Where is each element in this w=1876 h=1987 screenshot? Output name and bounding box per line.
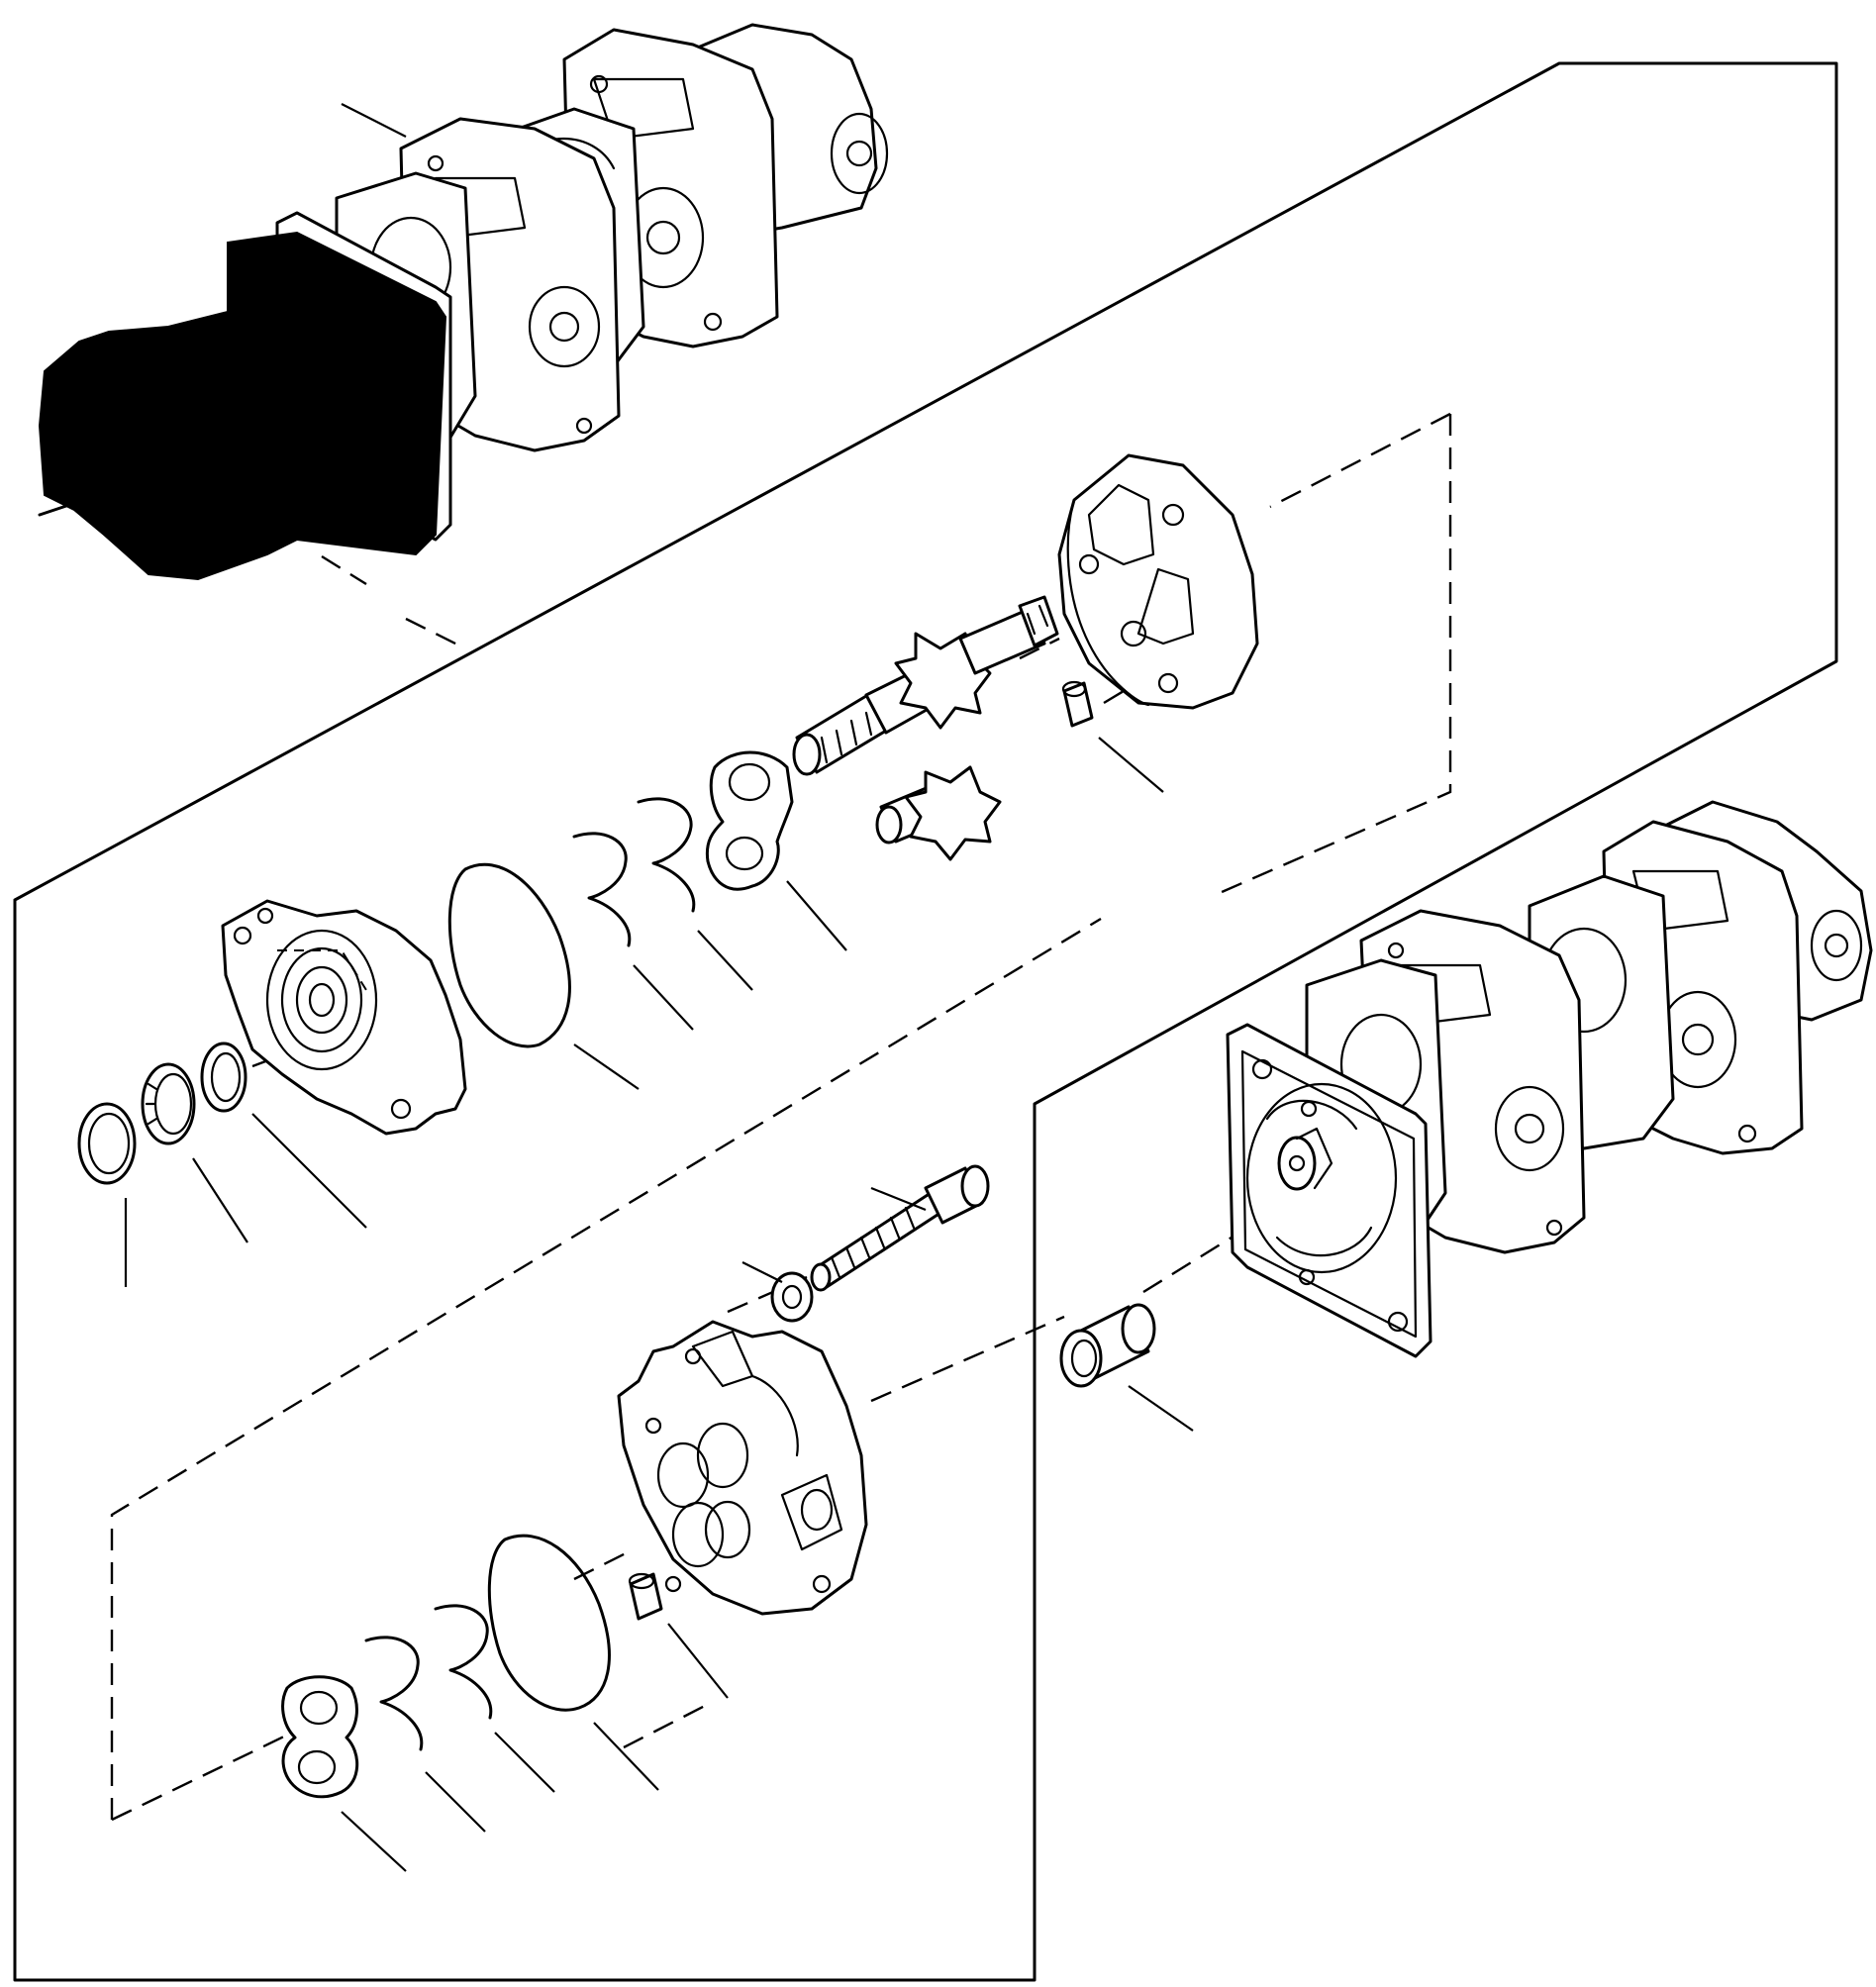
cap-screw (810, 1164, 990, 1292)
dashed-group-upper (1212, 412, 1452, 898)
backup-ring-upper-b (637, 797, 753, 991)
assembly-axis-lines (251, 554, 1248, 1749)
backup-ring-lower-a (364, 1636, 486, 1833)
assembly-boundary-frame (13, 61, 1838, 1982)
o-ring-upper (447, 862, 640, 1090)
drive-gear-shaft (792, 595, 1059, 776)
backup-ring-lower-b (434, 1604, 555, 1793)
motor-housing-black (38, 231, 447, 581)
front-cover (221, 899, 467, 1136)
gear-body-rear (1057, 453, 1259, 710)
backup-ring-upper-a (572, 832, 694, 1031)
thrust-plate-upper (705, 750, 847, 951)
thrust-plate-lower (281, 1675, 407, 1872)
snap-ring (77, 1102, 137, 1287)
dashed-group-lower (110, 917, 1102, 1822)
o-ring-lower (487, 1534, 659, 1791)
oil-seal (141, 1062, 248, 1243)
seal-washer (200, 1042, 367, 1229)
dowel-pin-lower (628, 1572, 729, 1699)
gear-body-lower (617, 1320, 868, 1616)
driven-gear (875, 765, 1002, 861)
dowel-pin-upper (1061, 680, 1164, 793)
pump-assembly-right (1226, 800, 1873, 1358)
washer-small (741, 1261, 814, 1323)
leader-lines-top (341, 103, 407, 138)
coupling-sleeve (1059, 1303, 1194, 1432)
